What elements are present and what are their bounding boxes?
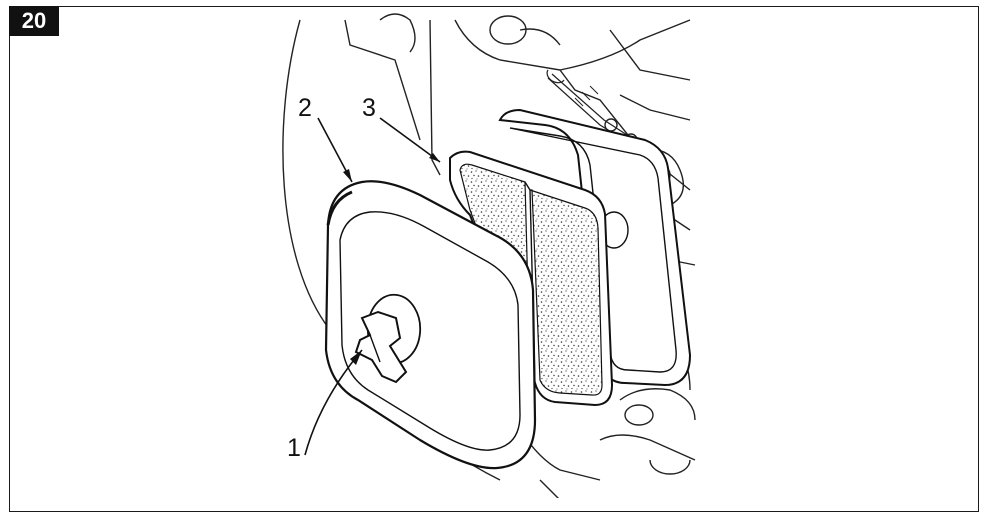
arrowhead-3 xyxy=(429,153,440,162)
leader-line-3 xyxy=(379,117,441,163)
callout-arrowheads xyxy=(343,153,440,365)
arrowhead-1 xyxy=(350,350,362,365)
callout-label-1: 1 xyxy=(287,434,301,462)
filter-cover xyxy=(324,180,537,470)
figure-number-badge: 20 xyxy=(9,6,59,36)
figure-frame xyxy=(9,6,979,512)
cover-knob-icon xyxy=(354,293,422,384)
callout-label-3: 3 xyxy=(362,94,376,122)
callout-label-2: 2 xyxy=(298,94,312,122)
arrowhead-2 xyxy=(343,169,352,182)
